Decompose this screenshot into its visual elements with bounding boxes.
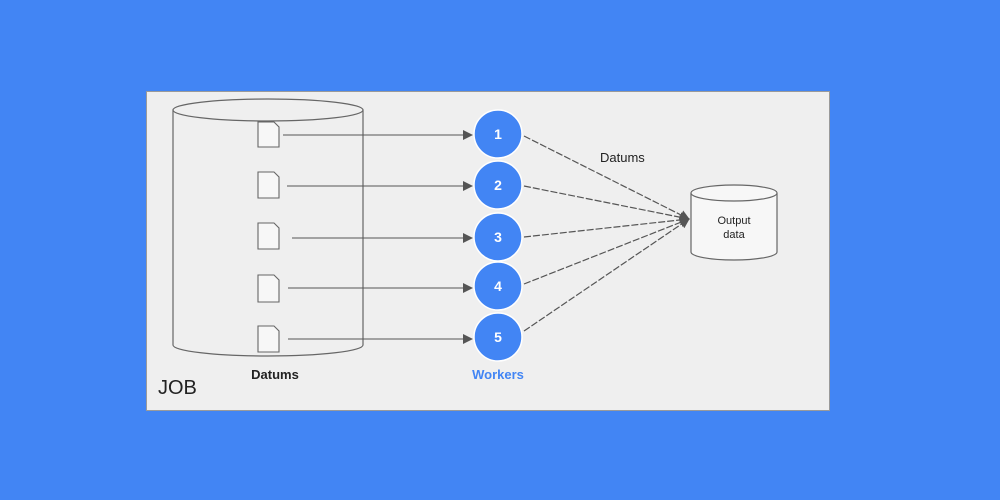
worker-5-number: 5 [494,329,502,345]
job-label: JOB [158,377,197,399]
worker-4: 4 [473,261,523,311]
arrow-worker-5-to-output [523,218,690,332]
arrow-worker-1-to-output [523,135,690,220]
arrow-worker-2-to-output [523,185,690,223]
datum-doc-3 [257,222,280,250]
datum-doc-2 [257,171,280,199]
workers-label: Workers [472,367,524,382]
worker-3-number: 3 [494,229,502,245]
worker-3: 3 [473,212,523,262]
worker-2-number: 2 [494,177,502,193]
output-data-cylinder [690,184,778,261]
datum-doc-4 [257,274,280,303]
datums-store-label: Datums [251,367,299,382]
worker-2: 2 [473,160,523,210]
worker-1: 1 [473,109,523,159]
arrow-worker-4-to-output [523,217,690,285]
worker-5: 5 [473,312,523,362]
worker-4-number: 4 [494,278,502,294]
flow-datums-label: Datums [600,150,645,165]
worker-1-number: 1 [494,126,502,142]
arrow-worker-3-to-output [523,215,690,238]
datum-doc-1 [257,121,280,148]
datum-doc-5 [257,325,280,353]
output-data-label-line1: Output [717,215,750,227]
output-data-label-line2: data [723,229,745,241]
